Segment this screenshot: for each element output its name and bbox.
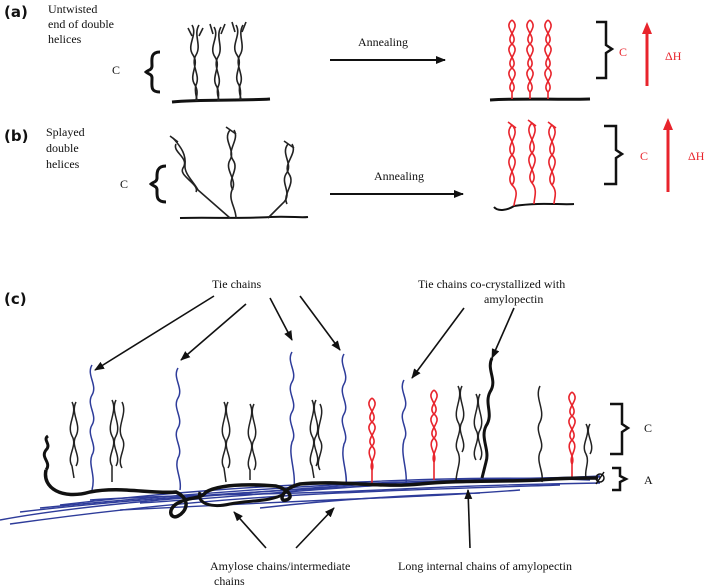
long-internal-label: Long internal chains of amylopectin xyxy=(398,559,572,573)
tie-chains-label: Tie chains xyxy=(212,277,262,291)
panel-a-untwisted-helices xyxy=(187,21,247,102)
panel-a-base-line xyxy=(171,97,271,104)
long-internal-arrow xyxy=(464,489,473,549)
panel-b-bracket xyxy=(148,164,167,204)
cocrystallized-black-chain xyxy=(480,357,495,479)
panel-b-desc-line3: helices xyxy=(46,157,80,171)
panel-b-annealed-helices xyxy=(507,119,557,207)
panel-a-desc-line3: helices xyxy=(48,32,82,46)
panel-a-c-label: C xyxy=(112,63,120,77)
cocrystallized-label-line1: Tie chains co-crystallized with xyxy=(418,277,565,291)
panel-b-annealed-base xyxy=(493,202,575,211)
panel-b-splayed-helices xyxy=(169,126,295,219)
panel-a: (a) Untwisted end of double helices C An… xyxy=(4,2,682,104)
backbone-loop xyxy=(197,491,285,507)
panel-c-a-bracket xyxy=(612,466,629,492)
panel-a-c-after: C xyxy=(619,45,627,59)
panel-b-base-line xyxy=(179,215,309,219)
red-helices xyxy=(368,389,576,484)
panel-a-desc-line1: Untwisted xyxy=(48,2,97,16)
panel-b: (b) Splayed double helices C Annealing xyxy=(4,118,705,219)
backbone-left-end xyxy=(42,434,50,471)
panel-b-letter: (b) xyxy=(4,127,28,145)
panel-c-c-label: C xyxy=(644,421,652,435)
amylose-arrow-1 xyxy=(233,511,267,549)
cocrystallized-label-line2: amylopectin xyxy=(484,292,543,306)
panel-a-annealed-helices xyxy=(508,19,552,99)
panel-b-desc-line2: double xyxy=(46,141,79,155)
panel-a-delta-h: ΔH xyxy=(665,49,682,63)
panel-b-annealing-label: Annealing xyxy=(374,169,424,183)
chain-end-marker xyxy=(595,473,605,483)
panel-a-desc-line2: end of double xyxy=(48,17,114,31)
panel-a-bracket xyxy=(143,50,161,94)
black-double-helices xyxy=(69,385,593,483)
panel-c-a-label: A xyxy=(644,473,653,487)
amylose-label-line1: Amylose chains/intermediate xyxy=(210,559,350,573)
panel-c-c-bracket xyxy=(610,402,631,456)
panel-b-delta-h: ΔH xyxy=(688,149,705,163)
panel-a-annealing-label: Annealing xyxy=(358,35,408,49)
panel-a-annealed-base xyxy=(489,97,591,102)
amylose-arrow-2 xyxy=(295,507,335,549)
amylose-label-line2: chains xyxy=(214,574,245,588)
panel-c-letter: (c) xyxy=(4,290,27,308)
panel-b-desc-line1: Splayed xyxy=(46,125,85,139)
panel-c: (c) Tie chains Tie chains co-crystallize… xyxy=(0,277,653,588)
panel-b-c-after: C xyxy=(640,149,648,163)
panel-b-c-label: C xyxy=(120,177,128,191)
amylopectin-backbone xyxy=(43,469,599,519)
panel-a-letter: (a) xyxy=(4,3,28,21)
tie-chain-arrows xyxy=(94,295,515,379)
chain-end-slash xyxy=(595,471,605,485)
panel-a-right-bracket xyxy=(596,20,615,80)
panel-b-right-bracket xyxy=(604,124,625,186)
blue-tie-chains xyxy=(89,351,408,491)
